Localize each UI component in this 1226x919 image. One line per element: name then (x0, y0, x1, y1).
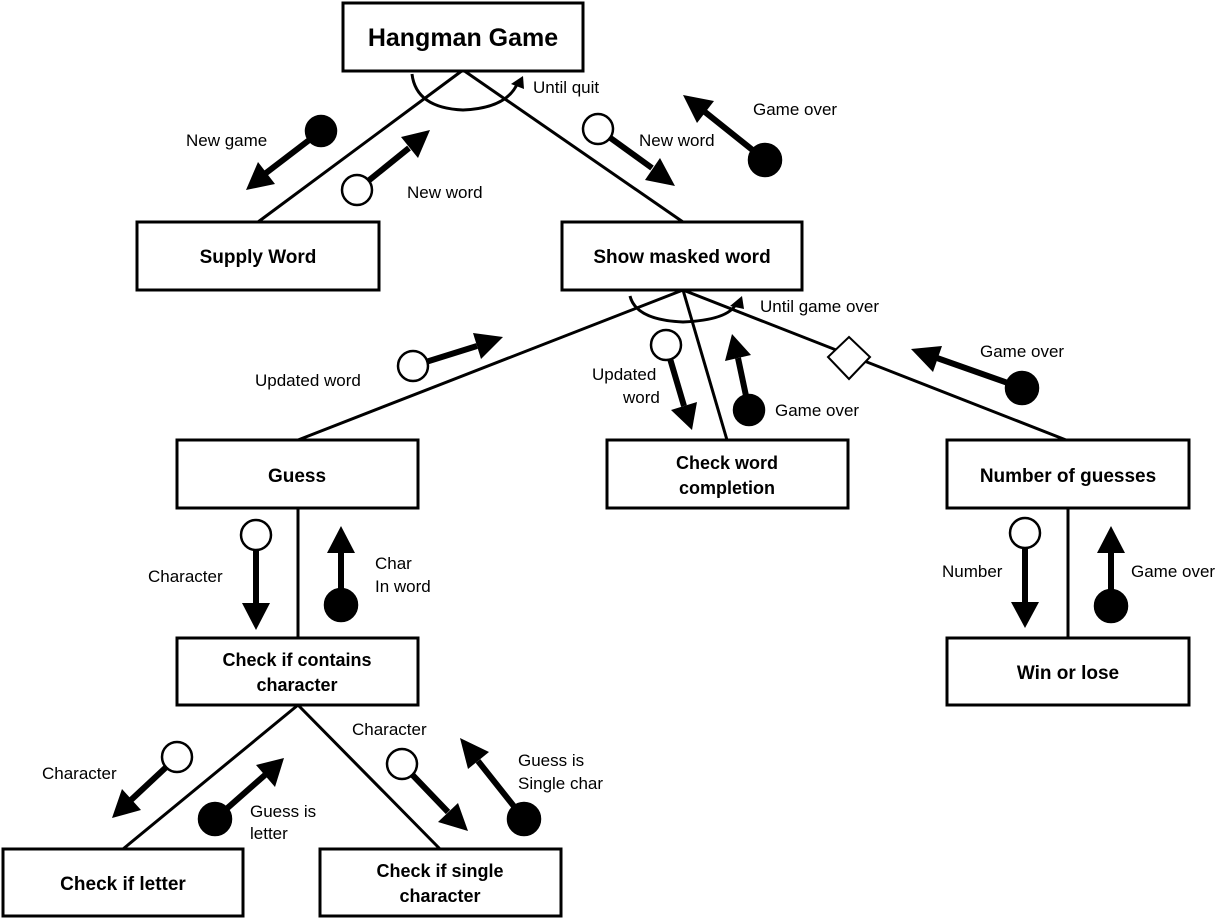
couple-game-over-win-dot-icon (1093, 588, 1129, 624)
couple-character-letter-arrowhead-icon (112, 789, 141, 818)
couple-game-over-top-arrowhead-icon (683, 95, 714, 123)
module-check-single-label-line1: Check if single (376, 861, 503, 881)
couples (112, 95, 1129, 837)
module-check-single-label-line2: character (399, 886, 480, 906)
couple-character-letter-dot-icon (160, 740, 194, 774)
couple-new-game-dot-icon (304, 114, 338, 148)
couple-character-single-dot-icon (385, 747, 419, 781)
couple-guess-is-single-label-line1: Guess is (518, 751, 584, 770)
couple-guess-is-letter-dot-icon (197, 801, 233, 837)
module-check-word-completion-label-line2: completion (679, 478, 775, 498)
module-number-of-guesses: Number of guesses (945, 438, 1191, 510)
module-hangman-game-label: Hangman Game (368, 24, 558, 52)
couple-updated-word-left-label: Updated word (255, 371, 361, 390)
couple-updated-word-left-arrowhead-icon (473, 333, 503, 359)
module-check-word-completion-label-line1: Check word (676, 453, 778, 473)
couple-guess-is-letter-label-line2: letter (250, 824, 288, 843)
couple-number-dot-icon (1008, 516, 1042, 550)
iteration-until-quit-label: Until quit (533, 78, 599, 97)
couple-updated-word-mid-dot-icon (649, 328, 683, 362)
couple-new-word-down-label: New word (639, 131, 715, 150)
iteration-until-game-over-label: Until game over (760, 297, 879, 316)
couple-updated-word-mid-arrowhead-icon (671, 402, 697, 430)
module-check-contains-label-line1: Check if contains (222, 650, 371, 670)
couple-number-arrowhead-icon (1011, 602, 1039, 628)
module-check-if-single-character: Check if single character (318, 847, 563, 918)
couple-game-over-mid-label: Game over (775, 401, 859, 420)
connector-masked-guess (297, 288, 684, 442)
connector-masked-numguesses (682, 288, 1067, 442)
connector-game-masked (462, 68, 684, 224)
module-check-word-completion: Check word completion (605, 438, 850, 510)
couple-new-game-arrowhead-icon (246, 162, 275, 190)
couple-character-guess-dot-icon (239, 518, 273, 552)
module-win-or-lose: Win or lose (945, 636, 1191, 707)
couple-char-in-word-dot-icon (323, 587, 359, 623)
couple-character-guess-label: Character (148, 567, 223, 586)
couple-new-word-up-dot-icon (340, 173, 374, 207)
iteration-loops (410, 73, 744, 324)
couple-char-in-word-label-line2: In word (375, 577, 431, 596)
module-supply-word: Supply Word (135, 220, 381, 292)
couple-character-letter-label: Character (42, 764, 117, 783)
loop-until-quit-icon (410, 73, 520, 112)
couple-number-label: Number (942, 562, 1003, 581)
couple-new-game-label: New game (186, 131, 267, 150)
couple-updated-word-mid-label-line2: word (622, 388, 660, 407)
module-show-masked-word: Show masked word (560, 220, 804, 292)
couple-guess-is-single-label-line2: Single char (518, 774, 603, 793)
module-win-or-lose-label: Win or lose (1017, 663, 1119, 684)
couple-guess-is-letter-label-line1: Guess is (250, 802, 316, 821)
couple-new-word-up-arrowhead-icon (401, 130, 430, 158)
couple-updated-word-left-dot-icon (396, 349, 430, 383)
module-check-if-letter-label: Check if letter (60, 874, 186, 895)
connector-contains-letter (122, 703, 299, 851)
couple-guess-is-single-dot-icon (506, 801, 542, 837)
couple-char-in-word-label-line1: Char (375, 554, 412, 573)
connector-masked-completion (681, 289, 729, 441)
couple-game-over-right-label: Game over (980, 342, 1064, 361)
couple-game-over-mid-dot-icon (732, 393, 766, 427)
couple-guess-is-letter-arrowhead-icon (256, 758, 284, 787)
couple-character-single-arrowhead-icon (438, 803, 468, 831)
labels: Until quit Until game over New game New … (42, 78, 1215, 843)
couple-game-over-right-dot-icon (1004, 370, 1040, 406)
couple-character-guess-arrowhead-icon (242, 603, 270, 630)
selection-diamond-icon (826, 335, 872, 381)
loop-until-quit-arrowhead-icon (511, 76, 524, 89)
couple-game-over-right-arrowhead-icon (911, 346, 942, 372)
module-number-of-guesses-label: Number of guesses (980, 466, 1156, 487)
connectors (122, 68, 1070, 851)
module-guess: Guess (175, 438, 420, 510)
connector-game-supply (257, 68, 464, 224)
couple-game-over-win-arrowhead-icon (1097, 526, 1125, 553)
module-check-contains-character: Check if contains character (175, 636, 420, 707)
couple-game-over-top-dot-icon (747, 142, 783, 178)
couple-game-over-top-label: Game over (753, 100, 837, 119)
connector-contains-single (296, 703, 442, 851)
module-check-if-letter: Check if letter (1, 847, 245, 918)
module-guess-label: Guess (268, 466, 326, 487)
couple-character-single-label: Character (352, 720, 427, 739)
loop-until-game-over-icon (628, 295, 738, 324)
module-show-masked-word-label: Show masked word (593, 247, 770, 268)
couple-updated-word-mid-label-line1: Updated (592, 365, 656, 384)
module-hangman-game: Hangman Game (341, 1, 585, 73)
couple-game-over-win-label: Game over (1131, 562, 1215, 581)
loop-until-game-over-arrowhead-icon (730, 296, 744, 309)
couple-game-over-mid-arrowhead-icon (725, 334, 751, 361)
module-check-contains-label-line2: character (256, 675, 337, 695)
module-supply-word-label: Supply Word (200, 247, 317, 268)
couple-new-word-down-arrowhead-icon (645, 158, 675, 186)
couple-guess-is-single-arrowhead-icon (460, 738, 489, 769)
couple-new-word-up-label: New word (407, 183, 483, 202)
couple-char-in-word-arrowhead-icon (327, 526, 355, 553)
couple-new-word-down-dot-icon (581, 112, 615, 146)
